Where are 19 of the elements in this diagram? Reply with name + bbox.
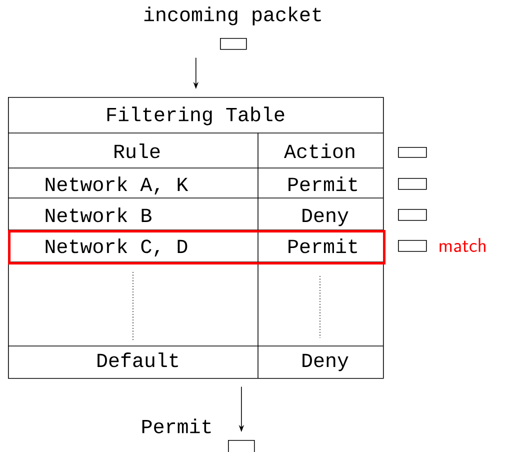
cell-text: Permit <box>288 238 357 254</box>
highlight-box <box>8 230 386 264</box>
packet-box <box>398 240 427 252</box>
packet-box <box>398 178 427 190</box>
cell-text: Network A, K <box>46 176 188 195</box>
cell-text: Deny <box>302 208 348 226</box>
cell-text: Default <box>98 352 178 368</box>
beside-label: match <box>440 238 486 252</box>
beside-label: Permit <box>142 418 211 434</box>
packet-box <box>398 209 427 221</box>
cell-text: Deny <box>302 354 348 372</box>
cell-text: Action <box>284 144 354 158</box>
beside-label: incoming packet <box>144 6 321 26</box>
cell-text: Rule <box>114 144 160 158</box>
cell-text: Network C, D <box>46 238 188 257</box>
cell-text: Permit <box>288 176 357 192</box>
packet-box <box>398 147 427 158</box>
packet-box <box>220 38 247 50</box>
packet-box <box>228 440 255 452</box>
